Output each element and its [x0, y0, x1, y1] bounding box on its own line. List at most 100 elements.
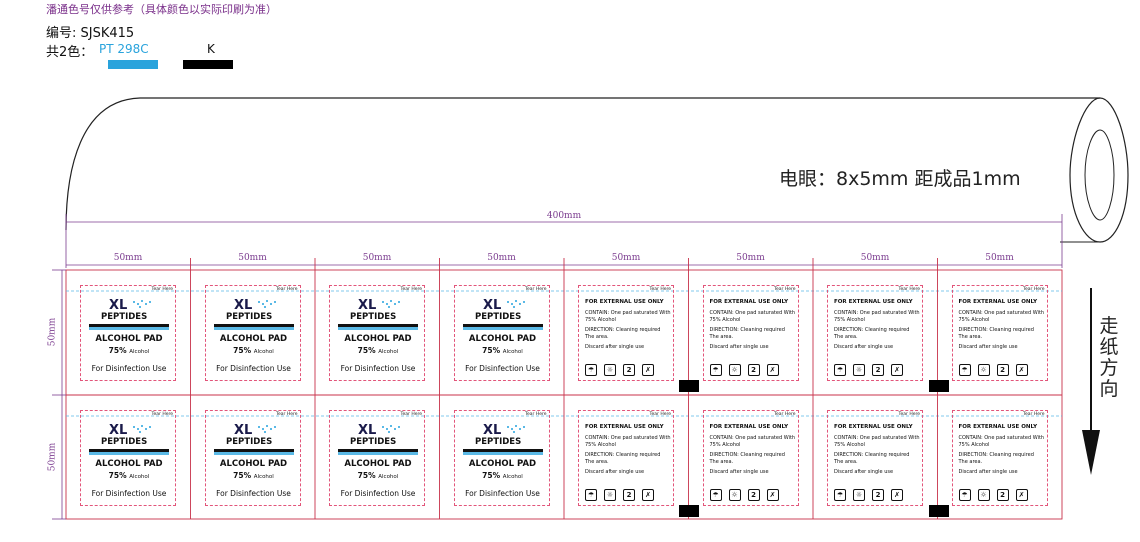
tear-here-label: Tear Here [898, 287, 920, 292]
logo-bottom-text: PEPTIDES [101, 312, 147, 321]
umbrella-icon: ☂ [834, 364, 846, 376]
xl-peptides-logo: XL PEPTIDES [475, 423, 525, 446]
care-icons: ☂☼2✗ [958, 489, 1028, 501]
pad-front-dieline: Tear Here XL PEPTIDES ALCOHOL PAD 75% Al… [453, 410, 550, 506]
contain-text: CONTAIN: One pad saturated With 75% Alco… [834, 310, 920, 323]
external-use-warning: FOR EXTERNAL USE ONLY [585, 299, 664, 305]
direction-text: DIRECTION: Cleaning required The area. [585, 327, 661, 340]
pad-cell: Tear Here XL PEPTIDES ALCOHOL PAD 75% Al… [440, 270, 564, 394]
black-stripe [462, 449, 543, 452]
external-use-warning: FOR EXTERNAL USE ONLY [834, 424, 913, 430]
care-icons: ☂☼2✗ [709, 489, 779, 501]
cyan-stripe [462, 327, 543, 330]
alcohol-percent: 75% Alcohol [233, 471, 274, 480]
pad-back-dieline: Tear Here FOR EXTERNAL USE ONLY CONTAIN:… [951, 410, 1048, 506]
alcohol-percent: 75% Alcohol [357, 471, 399, 480]
no-alcohol-icon: ✗ [891, 489, 903, 501]
xl-peptides-logo: XL PEPTIDES [350, 298, 400, 321]
cell-width-label: 50mm [985, 253, 1014, 263]
pad-title: ALCOHOL PAD [468, 334, 537, 344]
cyan-stripe [338, 452, 418, 455]
xl-peptides-logo: XL PEPTIDES [226, 298, 276, 321]
sun-icon: ☼ [728, 364, 741, 376]
logo-top-text: XL [234, 298, 252, 313]
black-stripe [89, 324, 169, 327]
external-use-warning: FOR EXTERNAL USE ONLY [585, 424, 664, 430]
color-count-label: 共2色： [46, 45, 94, 60]
pad-cell: Tear Here XL PEPTIDES ALCOHOL PAD 75% Al… [315, 270, 439, 394]
no-alcohol-icon: ✗ [1015, 364, 1028, 376]
cyan-stripe [338, 327, 418, 330]
cell-width-label: 50mm [362, 253, 392, 263]
pad-cell: Tear Here XL PEPTIDES ALCOHOL PAD 75% Al… [315, 395, 439, 519]
no-alcohol-icon: ✗ [766, 489, 779, 501]
direction-text: DIRECTION: Cleaning required The area. [709, 327, 785, 340]
pad-cell: Tear Here XL PEPTIDES ALCOHOL PAD 75% Al… [191, 270, 315, 394]
eye-mark [929, 380, 949, 392]
cell-width-label: 50mm [113, 253, 143, 263]
no-alcohol-icon: ✗ [642, 364, 654, 376]
pad-cell: Tear Here XL PEPTIDES ALCOHOL PAD 75% Al… [440, 395, 564, 519]
eye-mark [679, 380, 699, 392]
row-height-label-1: 50mm [47, 317, 58, 347]
pad-title: ALCOHOL PAD [344, 459, 412, 469]
tear-here-label: Tear Here [276, 412, 298, 417]
tear-here-label: Tear Here [649, 412, 671, 417]
pad-title: ALCOHOL PAD [95, 459, 163, 469]
cyan-stripe [213, 452, 294, 455]
no-alcohol-icon: ✗ [766, 364, 779, 376]
no-alcohol-icon: ✗ [642, 489, 654, 501]
tear-here-label: Tear Here [774, 412, 796, 417]
logo-bottom-text: PEPTIDES [226, 437, 272, 446]
cell-width-label: 50mm [860, 253, 890, 263]
logo-top-text: XL [483, 298, 501, 313]
pad-front-dieline: Tear Here XL PEPTIDES ALCOHOL PAD 75% Al… [329, 410, 425, 506]
external-use-warning: FOR EXTERNAL USE ONLY [709, 299, 789, 305]
discard-text: Discard after single use [585, 469, 645, 475]
black-stripe [213, 449, 294, 452]
care-icons: ☂ ☼ 2 ✗ [709, 364, 779, 376]
tear-here-label: Tear Here [649, 287, 671, 292]
umbrella-icon: ☂ [958, 364, 971, 376]
pad-back-dieline: Tear Here FOR EXTERNAL USE ONLY CONTAIN:… [578, 410, 674, 506]
cell-width-label: 50mm [238, 253, 267, 263]
alcohol-percent: 75% Alcohol [357, 346, 399, 355]
tear-here-label: Tear Here [400, 412, 422, 417]
logo-top-text: XL [483, 423, 501, 438]
no-reuse-2-icon: 2 [872, 364, 884, 376]
pantone-label: PT 298C [99, 42, 149, 56]
umbrella-icon: ☂ [585, 489, 597, 501]
sun-icon: ☼ [977, 364, 990, 376]
sun-icon: ☼ [728, 489, 741, 501]
pad-cell: Tear Here XL PEPTIDES ALCOHOL PAD 75% Al… [191, 395, 315, 519]
pad-front-dieline: Tear Here XL PEPTIDES ALCOHOL PAD 75% Al… [80, 410, 176, 506]
no-reuse-2-icon: 2 [623, 364, 635, 376]
usage-label: For Disinfection Use [465, 489, 540, 498]
tear-here-label: Tear Here [774, 287, 796, 292]
tear-here-label: Tear Here [276, 287, 298, 292]
care-icons: ☂☼2✗ [585, 364, 654, 376]
pad-back-dieline: Tear Here FOR EXTERNAL USE ONLY CONTAIN:… [827, 285, 923, 381]
contain-text: CONTAIN: One pad saturated With 75% Alco… [958, 310, 1045, 323]
umbrella-icon: ☂ [709, 364, 722, 376]
cyan-stripe [462, 452, 543, 455]
direction-text: DIRECTION: Cleaning required The area. [958, 452, 1034, 465]
pad-cell: Tear Here FOR EXTERNAL USE ONLY CONTAIN:… [564, 270, 688, 394]
row-height-label-2: 50mm [47, 442, 58, 472]
pad-back-dieline: Tear Here FOR EXTERNAL USE ONLY CONTAIN:… [702, 410, 799, 506]
external-use-warning: FOR EXTERNAL USE ONLY [958, 424, 1038, 430]
sun-icon: ☼ [853, 364, 865, 376]
logo-bottom-text: PEPTIDES [101, 437, 147, 446]
xl-peptides-logo: XL PEPTIDES [350, 423, 400, 446]
logo-bottom-text: PEPTIDES [350, 312, 396, 321]
cyan-stripe [89, 327, 169, 330]
cell-width-label: 50mm [487, 253, 516, 263]
contain-text: CONTAIN: One pad saturated With 75% Alco… [709, 435, 796, 448]
sun-icon: ☼ [604, 364, 616, 376]
total-width-label: 400mm [546, 211, 582, 221]
xl-peptides-logo: XL PEPTIDES [101, 423, 151, 446]
tear-here-label: Tear Here [1023, 287, 1045, 292]
no-reuse-2-icon: 2 [747, 364, 760, 376]
no-reuse-2-icon: 2 [872, 489, 884, 501]
logo-top-text: XL [109, 423, 127, 438]
